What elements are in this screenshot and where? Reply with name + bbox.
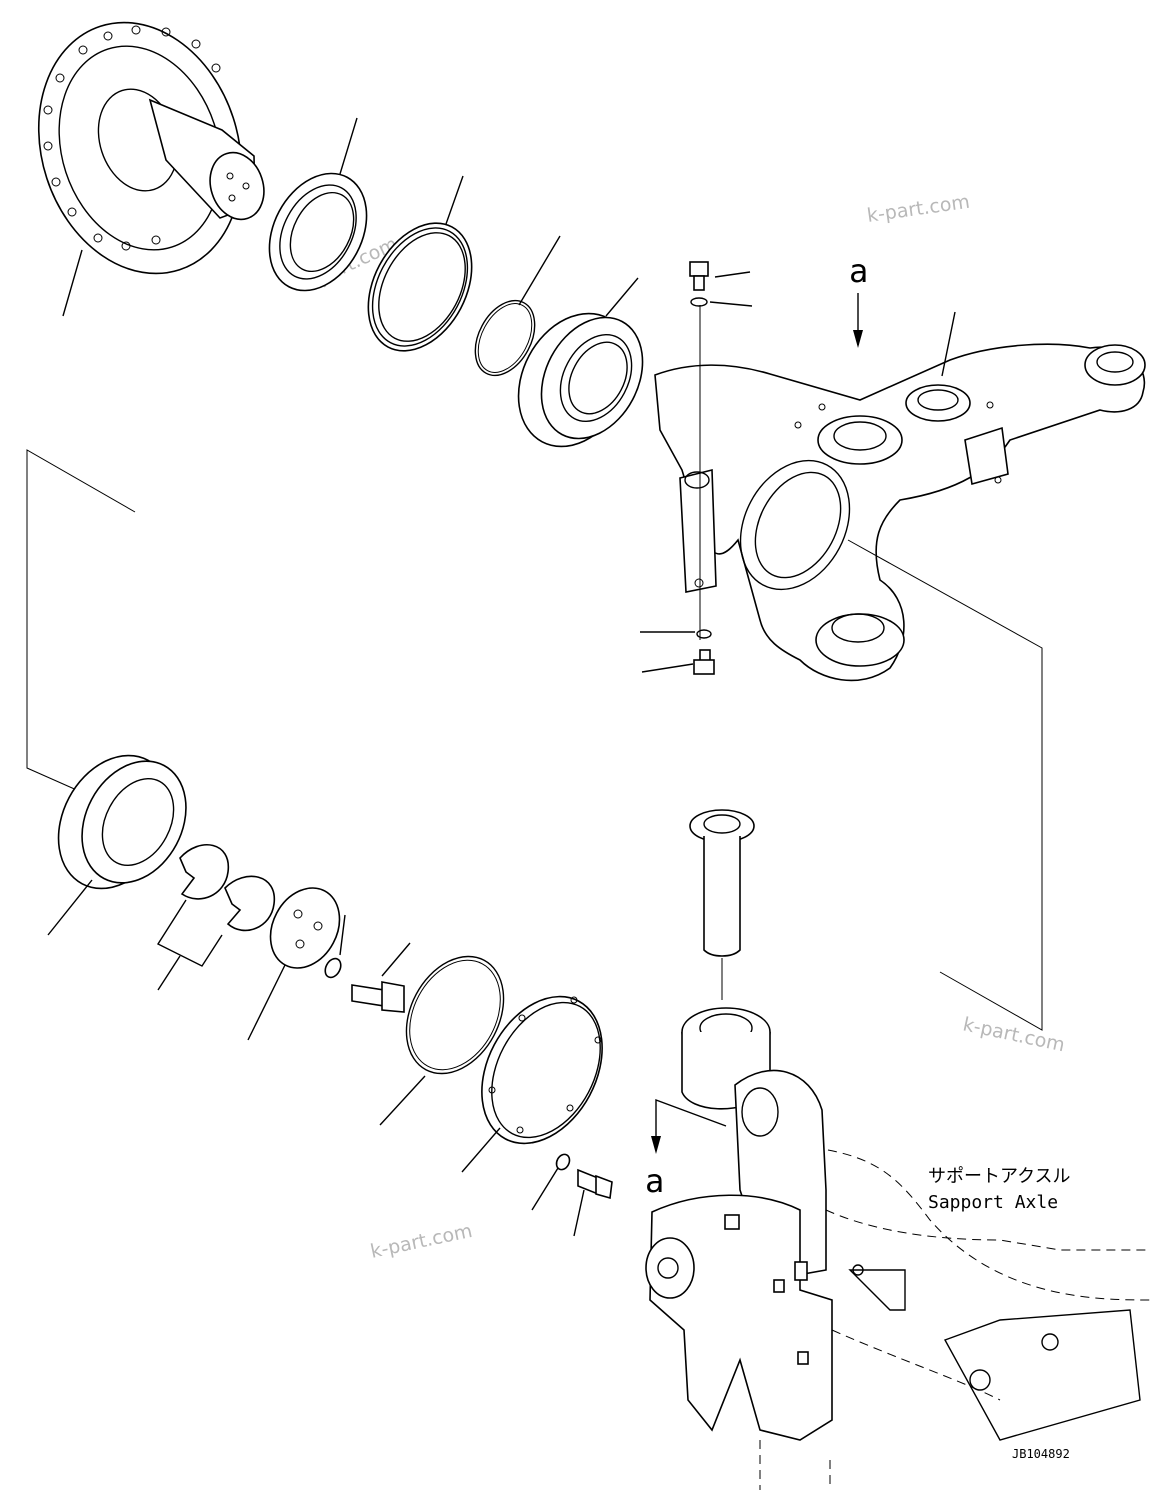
watermark-mid-right: k-part.com	[961, 1013, 1067, 1056]
steering-knuckle	[654, 311, 1146, 682]
oil-seal	[268, 117, 368, 292]
washer-bottom	[696, 629, 712, 639]
retainer-plate	[247, 887, 341, 1041]
o-ring-lower	[379, 955, 505, 1126]
cover-bolt	[531, 1153, 613, 1237]
assembly-leaders	[26, 449, 1043, 1031]
cover-plate	[461, 995, 603, 1173]
bleeder-block	[640, 261, 753, 675]
washer-top	[690, 297, 708, 307]
view-marker-label-bottom: a	[645, 1162, 664, 1200]
o-ring-upper	[474, 235, 561, 377]
bolt-and-washer	[324, 914, 411, 1013]
bleeder-bolt-top	[689, 261, 709, 291]
seal-ring	[367, 175, 473, 352]
view-marker-label-top: a	[849, 252, 868, 290]
support-axle	[645, 1007, 1151, 1490]
view-arrow-bottom: a	[645, 1098, 727, 1200]
shims	[156, 843, 275, 991]
bleeder-bolt-bottom	[693, 649, 715, 675]
support-axle-label-en: Sapport Axle	[928, 1192, 1058, 1213]
taper-bearing-upper	[517, 277, 644, 448]
drawing-id: JB104892	[1012, 1447, 1070, 1461]
watermark-bottom-left: k-part.com	[368, 1220, 474, 1263]
taper-bearing-lower	[47, 754, 187, 936]
watermark-top-right: k-part.com	[866, 191, 972, 227]
support-axle-label-jp: サポートアクスル	[928, 1166, 1071, 1187]
king-pin-bushing	[689, 809, 755, 1000]
spindle-flange	[37, 21, 265, 317]
view-arrow-top: a	[849, 252, 868, 348]
